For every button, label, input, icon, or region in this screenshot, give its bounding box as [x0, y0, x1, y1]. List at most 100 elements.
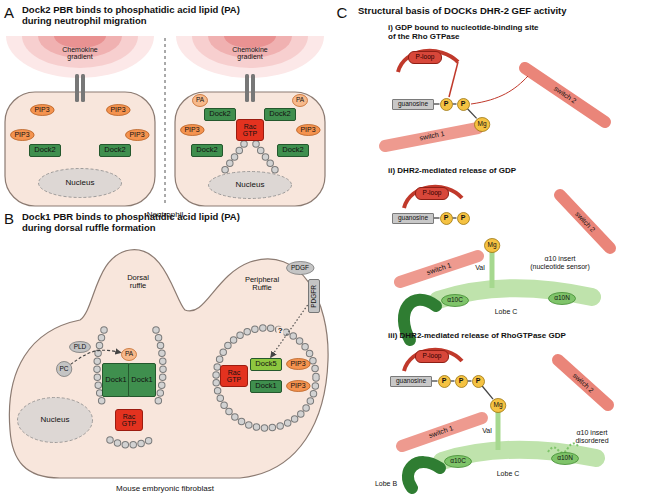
actin-chain	[222, 144, 244, 174]
phosphate-shape	[440, 98, 452, 110]
dock-protein-text: Dock2	[104, 146, 125, 154]
region-label: Dorsal ruffle	[118, 274, 158, 291]
receptor	[245, 74, 249, 102]
rac-gtp: Rac GTP	[236, 119, 264, 141]
nucleus-shape	[39, 169, 122, 198]
p-loop-text: P-loop	[416, 54, 435, 61]
alpha-helix-text: α10C	[450, 458, 466, 465]
alpha-helix: α10C	[444, 455, 472, 468]
actin-beads	[97, 328, 316, 445]
pip3-lipid-shape	[286, 359, 310, 370]
alpha-helix: α10N	[551, 452, 579, 465]
actin-chain	[256, 144, 278, 174]
receptor	[81, 74, 85, 102]
connector	[271, 305, 308, 357]
switch-label: switch 1	[419, 130, 445, 143]
gradient-label: Chemokine gradient	[222, 42, 278, 64]
residue-label: Val	[475, 264, 485, 272]
panel-title: Dock1 PBR binds to phosphatidic acid lip…	[22, 212, 262, 233]
disordered-insert	[548, 443, 578, 452]
receptor-bar-text: PDGFR	[311, 285, 318, 308]
magnesium-ion-shape	[490, 398, 505, 412]
pip3-lipid-text: PIP3	[34, 106, 49, 113]
pdgf-ligand: PDGF	[286, 261, 315, 275]
switch-label: switch 1	[428, 424, 454, 440]
switch-label: switch 2	[574, 210, 597, 234]
phosphate-text: P	[461, 214, 466, 221]
phosphate: P	[440, 212, 453, 225]
gradient-ring	[192, 36, 308, 68]
pc-lipid-text: PC	[59, 366, 68, 373]
dock-protein-text: Dock2	[209, 110, 230, 118]
nucleus-shape	[209, 172, 292, 199]
pa-lipid-text: PA	[296, 97, 304, 104]
pip3-lipid-shape	[296, 125, 320, 136]
nucleus: Nucleus	[208, 171, 292, 199]
dock-protein-text: Dock2	[34, 146, 55, 154]
phosphate-shape	[455, 375, 467, 387]
phosphate-shape	[438, 375, 450, 387]
pip3-lipid-shape	[10, 130, 34, 141]
pip3-lipid-shape	[286, 381, 310, 392]
magnesium-ion-shape	[474, 117, 489, 131]
p-loop-text: P-loop	[423, 190, 442, 197]
insert-label: α10 insert disordered	[564, 429, 620, 445]
pip3-lipid: PIP3	[125, 129, 150, 141]
pip3-lipid-shape	[180, 125, 204, 136]
pa-lipid-shape	[293, 94, 308, 106]
switch-2-band	[558, 360, 608, 405]
phosphate: P	[438, 375, 451, 388]
connector	[453, 217, 457, 218]
pld-enzyme-shape	[70, 342, 91, 353]
actin-chain	[110, 440, 150, 445]
pa-lipid: PA	[192, 94, 208, 107]
magnesium-ion: Mg	[490, 398, 506, 413]
fibroblast-cell	[9, 250, 328, 478]
guanosine-bar-text: guanosine	[398, 101, 428, 108]
connector	[453, 103, 457, 104]
actin-chain	[156, 330, 163, 408]
phosphate-text: P	[461, 100, 466, 107]
p-loop-strand	[449, 62, 458, 97]
pc-lipid: PC	[56, 361, 72, 377]
switch-2-band	[560, 195, 610, 248]
dock-protein: Dock1	[128, 363, 155, 397]
dock-protein-text: Dock1	[255, 382, 276, 390]
magnesium-ion-text: Mg	[493, 402, 502, 409]
gradient-label-text: Chemokine gradient	[55, 46, 105, 61]
alpha-helix-text: α10C	[447, 297, 463, 304]
phosphate: P	[457, 98, 470, 111]
lobe-b-hook	[408, 462, 440, 488]
magnesium-ion: Mg	[484, 238, 500, 253]
nucleus-text: Nucleus	[236, 181, 265, 189]
pa-lipid-shape	[122, 348, 137, 360]
alpha-helix: α10N	[548, 292, 576, 305]
pip3-lipid-text: PIP3	[129, 131, 144, 138]
alpha-helix-text: α10N	[554, 295, 570, 302]
panel-divider	[165, 38, 166, 206]
chemokine-gradient	[6, 36, 154, 78]
cell-type-label: Mouse embryonic fibroblast	[116, 485, 214, 494]
rac-gtp: Rac GTP	[115, 409, 143, 431]
switch-label: switch 2	[571, 372, 595, 395]
dock-protein-text: Dock2	[282, 146, 303, 154]
actin-chain	[156, 330, 163, 408]
switch-1-band	[402, 418, 482, 446]
p-loop: P-loop	[408, 51, 442, 64]
magnesium-ion-shape	[484, 238, 499, 252]
pip3-lipid: PIP3	[286, 380, 311, 392]
gradient-ring	[176, 36, 324, 78]
switch-label: switch 1	[426, 261, 452, 276]
nucleus: Nucleus	[38, 168, 122, 198]
p-loop: P-loop	[415, 350, 449, 363]
pip3-lipid-text: PIP3	[290, 360, 305, 367]
receptor	[251, 74, 255, 102]
receptor-bar: PDGFR	[308, 279, 321, 313]
pip3-lipid: PIP3	[30, 104, 55, 116]
phosphate-shape	[457, 98, 469, 110]
pld-enzyme-text: PLD	[74, 344, 87, 351]
p-loop-text: P-loop	[423, 353, 442, 360]
pa-lipid: PA	[121, 348, 137, 361]
